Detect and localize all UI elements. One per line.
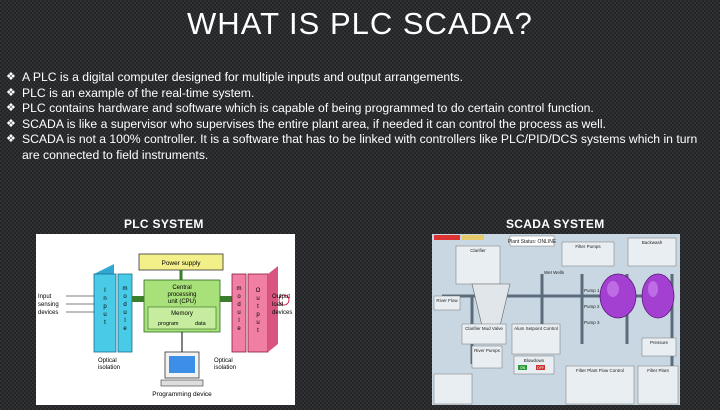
- bullet-item: ❖ PLC is an example of the real-time syst…: [6, 86, 706, 102]
- filter-plant-flow-label: Filter Plant Flow Control: [576, 368, 624, 373]
- input-devices-label-3: devices: [38, 310, 58, 316]
- river-pumps-label: River Pumps: [474, 348, 501, 353]
- clarifier-label: Clarifier: [470, 248, 486, 253]
- pump1-label: Pump 1: [584, 288, 600, 293]
- optical-isolation-right-2: isolation: [214, 365, 236, 371]
- optical-isolation-left-1: Optical: [98, 358, 117, 364]
- output-devices-label-2: load: [272, 302, 283, 308]
- wet-wells-label: Wet Wells: [544, 270, 565, 275]
- output-module-body: [231, 273, 247, 353]
- monitor-screen: [169, 356, 195, 373]
- diamond-bullet-icon: ❖: [6, 86, 16, 99]
- bus-arrow-right: [220, 296, 232, 302]
- diamond-bullet-icon: ❖: [6, 71, 16, 83]
- input-devices-label-2: sensing: [38, 302, 59, 308]
- filter-pumps-label: Filter Pumps: [575, 244, 601, 249]
- memory-box: [147, 306, 217, 330]
- cpu-label-3: unit (CPU): [168, 299, 196, 305]
- optical-isolation-right-1: Optical: [214, 358, 233, 364]
- power-supply-label: Power supply: [161, 260, 201, 267]
- bullet-list: ❖ A PLC is a digital computer designed fo…: [6, 70, 706, 164]
- bus-arrow-left: [132, 296, 144, 302]
- alarm-tab: [434, 235, 460, 240]
- bullet-text: A PLC is a digital computer designed for…: [22, 70, 464, 84]
- output-module-side: [268, 266, 278, 352]
- memory-label: Memory: [171, 311, 193, 317]
- filter-plant-label: Filter Plant: [647, 368, 669, 373]
- pressure-label: Pressure: [650, 340, 669, 345]
- bullet-text: PLC is an example of the real-time syste…: [22, 85, 255, 100]
- diamond-bullet-icon: ❖: [6, 133, 16, 146]
- filter-tank-left: [599, 273, 637, 319]
- cpu-label-2: processing: [167, 292, 196, 298]
- status-tab: [462, 235, 484, 240]
- river-pumps-panel: [471, 345, 503, 369]
- plant-status-box: [509, 235, 555, 247]
- alum-panel: [511, 323, 561, 355]
- filter-tank-right: [641, 273, 675, 319]
- on-label: ON: [520, 366, 526, 370]
- scada-heading: SCADA SYSTEM: [506, 217, 605, 231]
- input-devices-label-1: Input: [38, 294, 52, 300]
- scada-diagram: Plant Status: ONLINE Clarifier Filter Pu…: [432, 234, 680, 405]
- diamond-bullet-icon: ❖: [6, 117, 16, 130]
- plc-heading: PLC SYSTEM: [124, 217, 204, 231]
- clarifier-mud-panel: [461, 323, 507, 345]
- bullet-text: PLC contains hardware and software which…: [22, 101, 594, 116]
- blowdown-label: Blowdown: [524, 358, 545, 363]
- pressure-panel: [641, 337, 677, 357]
- motor-icon: [278, 294, 290, 306]
- data-label: data: [195, 321, 207, 327]
- on-indicator[interactable]: [518, 365, 527, 370]
- bullet-text: SCADA is not a 100% controller. It is a …: [22, 132, 698, 162]
- pump3-label: Pump 3: [584, 320, 600, 325]
- backwash-panel: [627, 237, 677, 267]
- filter-pumps-panel: [561, 241, 615, 267]
- alum-label: Alum Setpoint Control: [514, 326, 558, 331]
- off-indicator[interactable]: [536, 365, 545, 370]
- pump-panel-bottom: [433, 373, 473, 405]
- keyboard-icon: [160, 379, 204, 387]
- pump2-label: Pump 2: [584, 304, 600, 309]
- backwash-label: Backwash: [642, 240, 663, 245]
- bullet-item: ❖ SCADA is like a supervisor who supervis…: [6, 117, 706, 133]
- output-devices-label-3: devices: [272, 310, 292, 316]
- cpu-label-1: Central: [172, 285, 191, 291]
- filter-plant-panel: [637, 365, 679, 405]
- clarifier-mud-label: Clarifier Mud Valve: [465, 326, 503, 331]
- diamond-bullet-icon: ❖: [6, 102, 16, 115]
- page-title: WHAT IS PLC SCADA?: [187, 6, 533, 41]
- optical-isolation-left-2: isolation: [98, 365, 120, 371]
- river-flow-panel: [433, 295, 461, 311]
- river-flow-label: River Flow: [436, 298, 458, 303]
- bullet-text: SCADA is like a supervisor who supervise…: [22, 116, 606, 131]
- bullet-item: ❖ SCADA is not a 100% controller. It is a…: [6, 132, 706, 163]
- input-module: [93, 273, 117, 353]
- off-label: OFF: [537, 366, 544, 370]
- plant-status-label: Plant Status: ONLINE: [508, 239, 557, 245]
- program-label: program: [158, 321, 179, 327]
- output-devices-label-1: Output: [272, 294, 290, 300]
- input-module-body: [117, 273, 133, 353]
- bullet-item: ❖ PLC contains hardware and software whic…: [6, 101, 706, 117]
- programming-device-label: Programming device: [152, 391, 212, 398]
- clarifier-panel: [455, 245, 501, 285]
- bullet-item: ❖ A PLC is a digital computer designed fo…: [6, 70, 706, 86]
- filter-plant-flow-panel: [565, 365, 635, 405]
